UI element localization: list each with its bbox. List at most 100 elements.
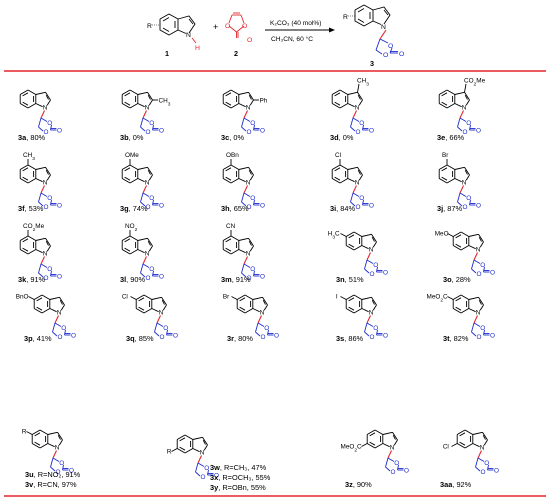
compound-label-3t: 3t, 82% <box>443 334 469 343</box>
ring-o-atom: O <box>370 334 375 341</box>
indole-n-atom: N <box>145 105 150 112</box>
c4-substituent-label: Cl <box>335 152 341 159</box>
carbonyl-o-atom: O <box>490 270 495 277</box>
ring-o-atom: O <box>484 460 489 467</box>
carbonyl-o-atom: O <box>69 468 74 475</box>
reactant-2-number: 2 <box>234 49 238 58</box>
carbonyl-o-atom: O <box>260 128 265 135</box>
ring-o-atom: O <box>261 334 266 341</box>
indole-n-atom: N <box>43 251 48 258</box>
ring-o-atom: O <box>250 195 255 202</box>
ring-o-atom: O <box>359 195 364 202</box>
ring-o-atom: O <box>149 120 154 127</box>
indole-n-atom: N <box>246 180 251 187</box>
carbonyl-o-atom: O <box>260 274 265 281</box>
indole-pyrrole-ring <box>177 15 196 34</box>
c4-substituent-label: CN <box>226 223 236 230</box>
compound-label-3x: 3x, R=OCH₃, 55% <box>210 473 271 482</box>
ring-o-atom: O <box>250 266 255 273</box>
svg-text:O: O <box>388 43 393 50</box>
indole-n-atom: N <box>145 251 150 258</box>
svg-text:O: O <box>383 52 388 59</box>
carbonate-o1: O <box>225 23 230 30</box>
compound-label-3c: 3c, 0% <box>221 133 244 142</box>
carbonate-o2: O <box>242 23 247 30</box>
ring-o-atom: O <box>481 469 486 476</box>
svg-text:N: N <box>381 24 386 31</box>
c5-substituent-label: H3C <box>328 231 340 241</box>
compound-label-3r: 3r, 80% <box>227 334 253 343</box>
ring-o-atom: O <box>466 120 471 127</box>
compound-label-3l: 3l, 90% <box>120 275 145 284</box>
indole-n-atom: N <box>246 251 251 258</box>
indole-n-atom: N <box>55 445 60 452</box>
carbonyl-o-atom: O <box>71 333 76 340</box>
ring-o-atom: O <box>477 334 482 341</box>
carbonyl-o-atom: O <box>476 203 481 210</box>
compound-label-3h: 3h, 65% <box>221 204 249 213</box>
indole-n-atom: N <box>355 105 360 112</box>
carbonate-carbonyl-o: O <box>247 37 252 44</box>
c5-substituent-label: Br <box>223 294 230 301</box>
product-scaffold: N R O O O 3 <box>343 4 404 68</box>
c6-substituent-label: MeO2C <box>341 444 363 454</box>
ring-o-atom: O <box>264 325 269 332</box>
ring-o-atom: O <box>463 129 468 136</box>
ring-o-atom: O <box>61 325 66 332</box>
compound-label-3v: 3v, R=CN, 97% <box>25 480 77 489</box>
c2-substituent-label: CH3 <box>159 98 171 108</box>
ring-o-atom: O <box>201 474 206 481</box>
compound-label-3f: 3f, 53% <box>18 204 44 213</box>
c4-substituent-label: Br <box>442 152 449 159</box>
carbonyl-o-atom: O <box>404 468 409 475</box>
compound-label-3m: 3m, 91% <box>221 275 251 284</box>
indole-reactant: N H R 1 <box>147 13 200 58</box>
c5-substituent-label: BnO <box>16 294 29 301</box>
svg-text:R: R <box>343 14 348 21</box>
condition-reagent: K₂CO₃ (40 mol%) <box>270 20 321 27</box>
c4-substituent-label: NO2 <box>125 223 138 233</box>
carbonyl-o-atom: O <box>369 203 374 210</box>
ring-o-atom: O <box>356 129 361 136</box>
condition-solvent-temp: CH₃CN, 60 °C <box>271 35 313 43</box>
carbonyl-o-atom: O <box>494 468 499 475</box>
nh-bond <box>191 37 197 44</box>
ring-o-atom: O <box>463 204 468 211</box>
carbonyl-o-atom: O <box>57 203 62 210</box>
c5-substituent-label: I <box>336 294 338 301</box>
carbonyl-o-atom: O <box>383 270 388 277</box>
ring-o-atom: O <box>359 120 364 127</box>
carbonyl-o-atom: O <box>159 128 164 135</box>
carbonyl-o-atom: O <box>369 128 374 135</box>
c5-substituent-label: MeO2C <box>427 294 449 304</box>
indole-n-atom: N <box>462 105 467 112</box>
ring-o-atom: O <box>356 204 361 211</box>
reaction-equation: N H R 1 + O O O 2 K₂CO₃ (40 mol%) CH₃CN,… <box>147 4 404 68</box>
c3-substituent-label: CH3 <box>357 78 369 88</box>
ring-o-atom: O <box>59 460 64 467</box>
compound-label-3p: 3p, 41% <box>24 334 52 343</box>
indole-n-atom: N <box>159 310 164 317</box>
compound-label-3aa: 3aa, 92% <box>440 480 472 489</box>
carbonyl-o-atom: O <box>260 203 265 210</box>
ring-o-atom: O <box>391 469 396 476</box>
c6-substituent-label: Cl <box>443 444 449 451</box>
indole-n-atom: N <box>186 32 191 39</box>
indole-n-atom: N <box>476 247 481 254</box>
compound-label-3d: 3d, 0% <box>330 133 354 142</box>
indole-n-atom: N <box>369 310 374 317</box>
compound-label-3k: 3k, 91% <box>18 275 46 284</box>
compound-label-3g: 3g, 74% <box>120 204 148 213</box>
compound-label-3o: 3o, 28% <box>443 275 471 284</box>
compound-label-3e: 3e, 66% <box>437 133 465 142</box>
